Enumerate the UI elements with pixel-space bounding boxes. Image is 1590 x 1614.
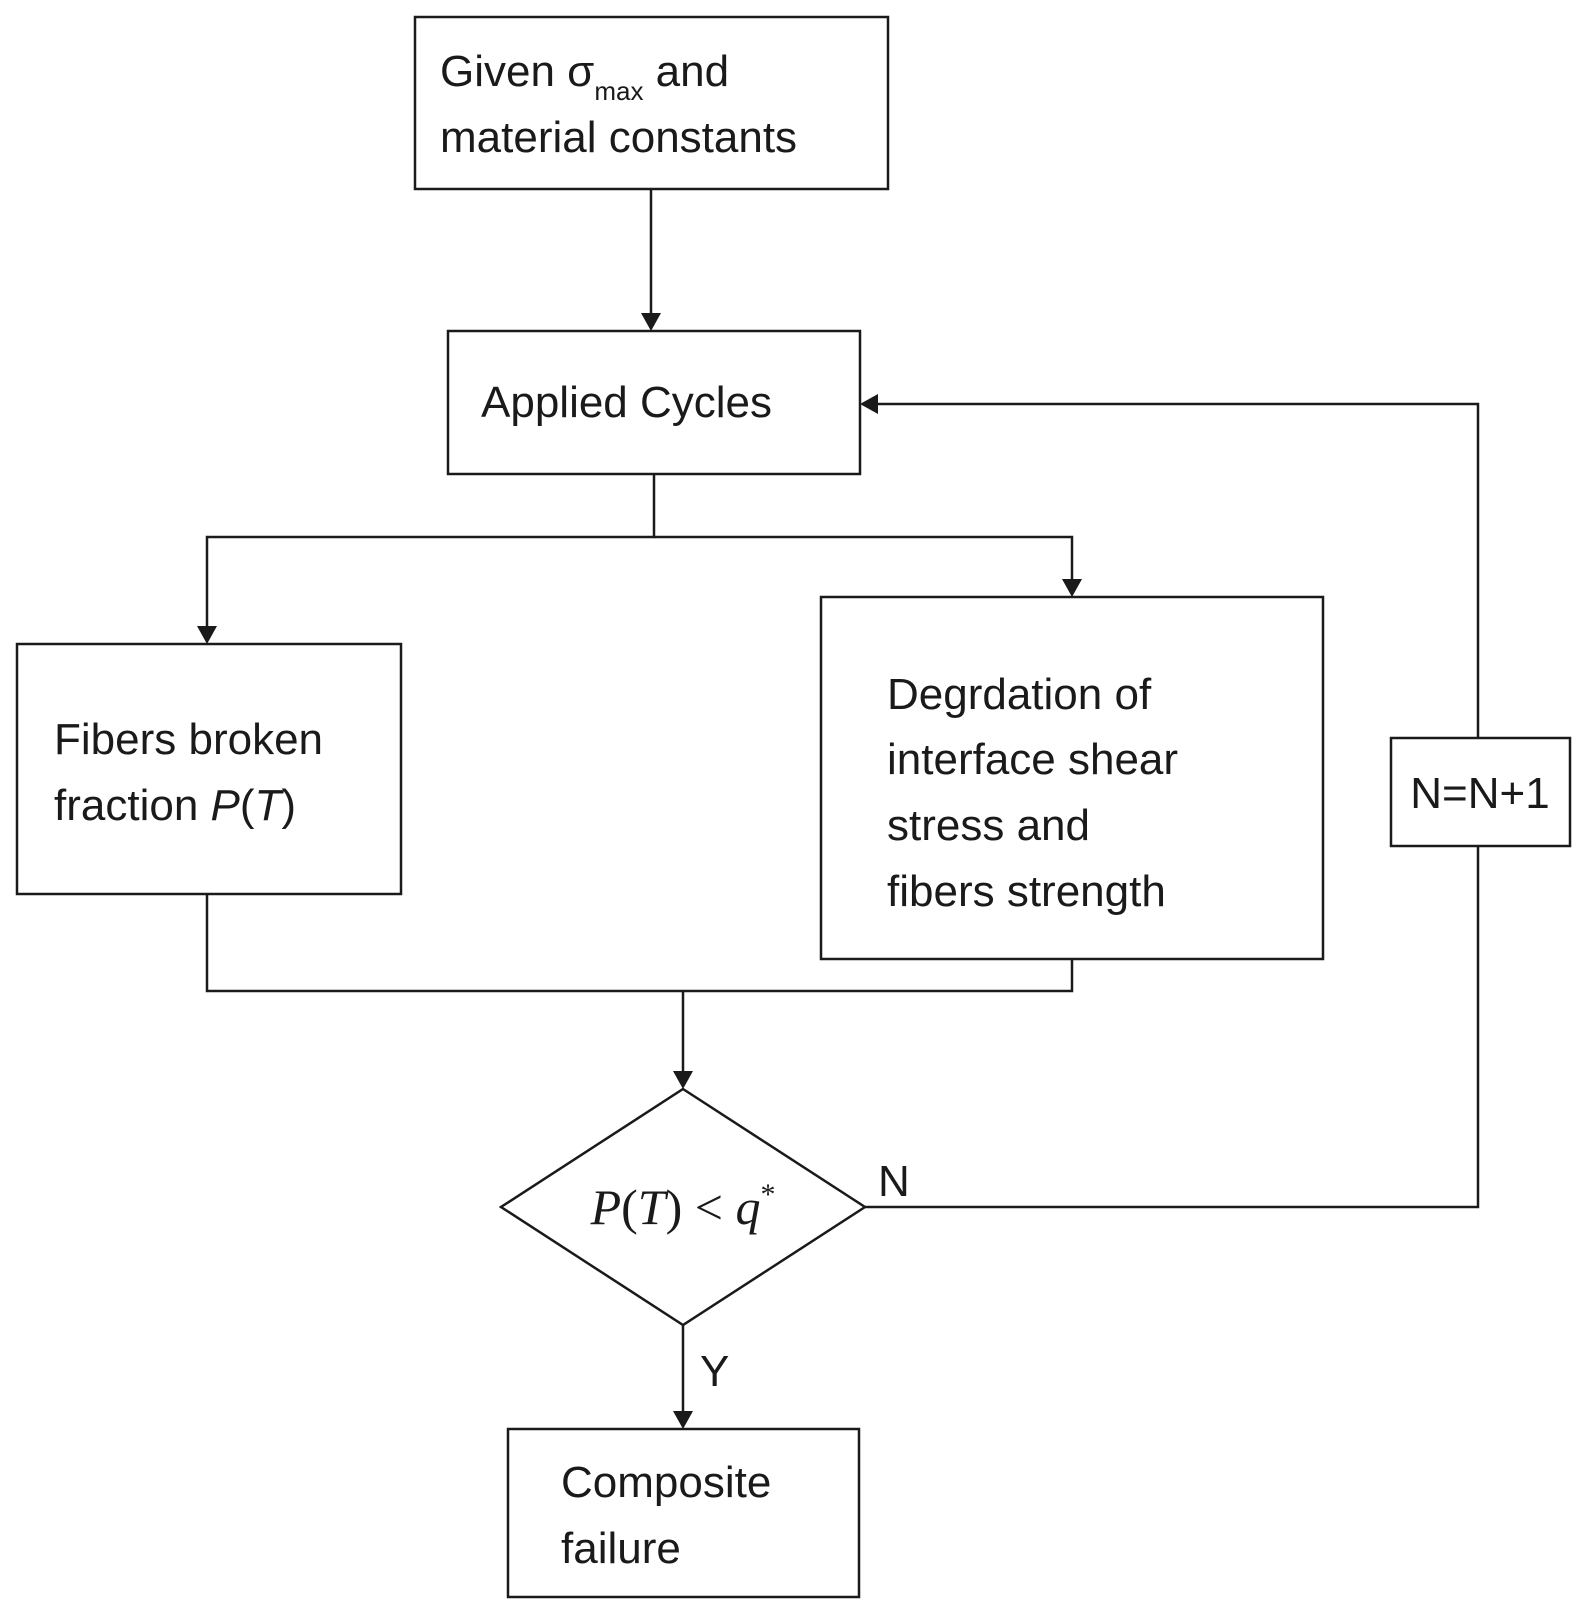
arrowhead-down: [641, 313, 661, 331]
decision-condition: P(T) < q*: [590, 1178, 776, 1235]
start-box-line2: material constants: [440, 113, 797, 162]
applied-cycles-label: Applied Cycles: [481, 378, 772, 427]
branch-no-label: N: [878, 1157, 910, 1206]
connector-no-branch-to-counter: [865, 846, 1480, 1209]
connector-cycles-split: [205, 474, 656, 628]
arrowhead-left: [860, 394, 878, 414]
fibers-broken-box: [15, 642, 403, 896]
arrowhead-down: [1062, 579, 1082, 597]
composite-failure-line2: failure: [561, 1524, 681, 1573]
counter-label: N=N+1: [1410, 769, 1549, 818]
connector-fibers-merge: [205, 894, 1074, 993]
composite-failure-box: [506, 1427, 861, 1599]
degradation-line4: fibers strength: [887, 867, 1166, 916]
branch-yes-label: Y: [700, 1347, 729, 1396]
applied-cycles-box: [446, 329, 862, 476]
fibers-broken-line1: Fibers broken: [54, 715, 323, 764]
connector-counter-to-cycles: [876, 402, 1480, 738]
degradation-box: [819, 595, 1325, 961]
start-box: [413, 15, 890, 191]
counter-box: [1389, 736, 1572, 848]
degradation-line1: Degrdation of: [887, 670, 1152, 719]
arrowhead-down: [197, 626, 217, 644]
degradation-line2: interface shear: [887, 735, 1178, 784]
start-box-line1: Given σmax and: [440, 47, 729, 106]
arrowhead-down: [673, 1411, 693, 1429]
connector-split-to-degradation: [654, 535, 1074, 581]
arrowhead-down: [673, 1071, 693, 1089]
fibers-broken-line2: fraction P(T): [54, 781, 296, 830]
degradation-line3: stress and: [887, 801, 1090, 850]
composite-failure-line1: Composite: [561, 1458, 771, 1507]
